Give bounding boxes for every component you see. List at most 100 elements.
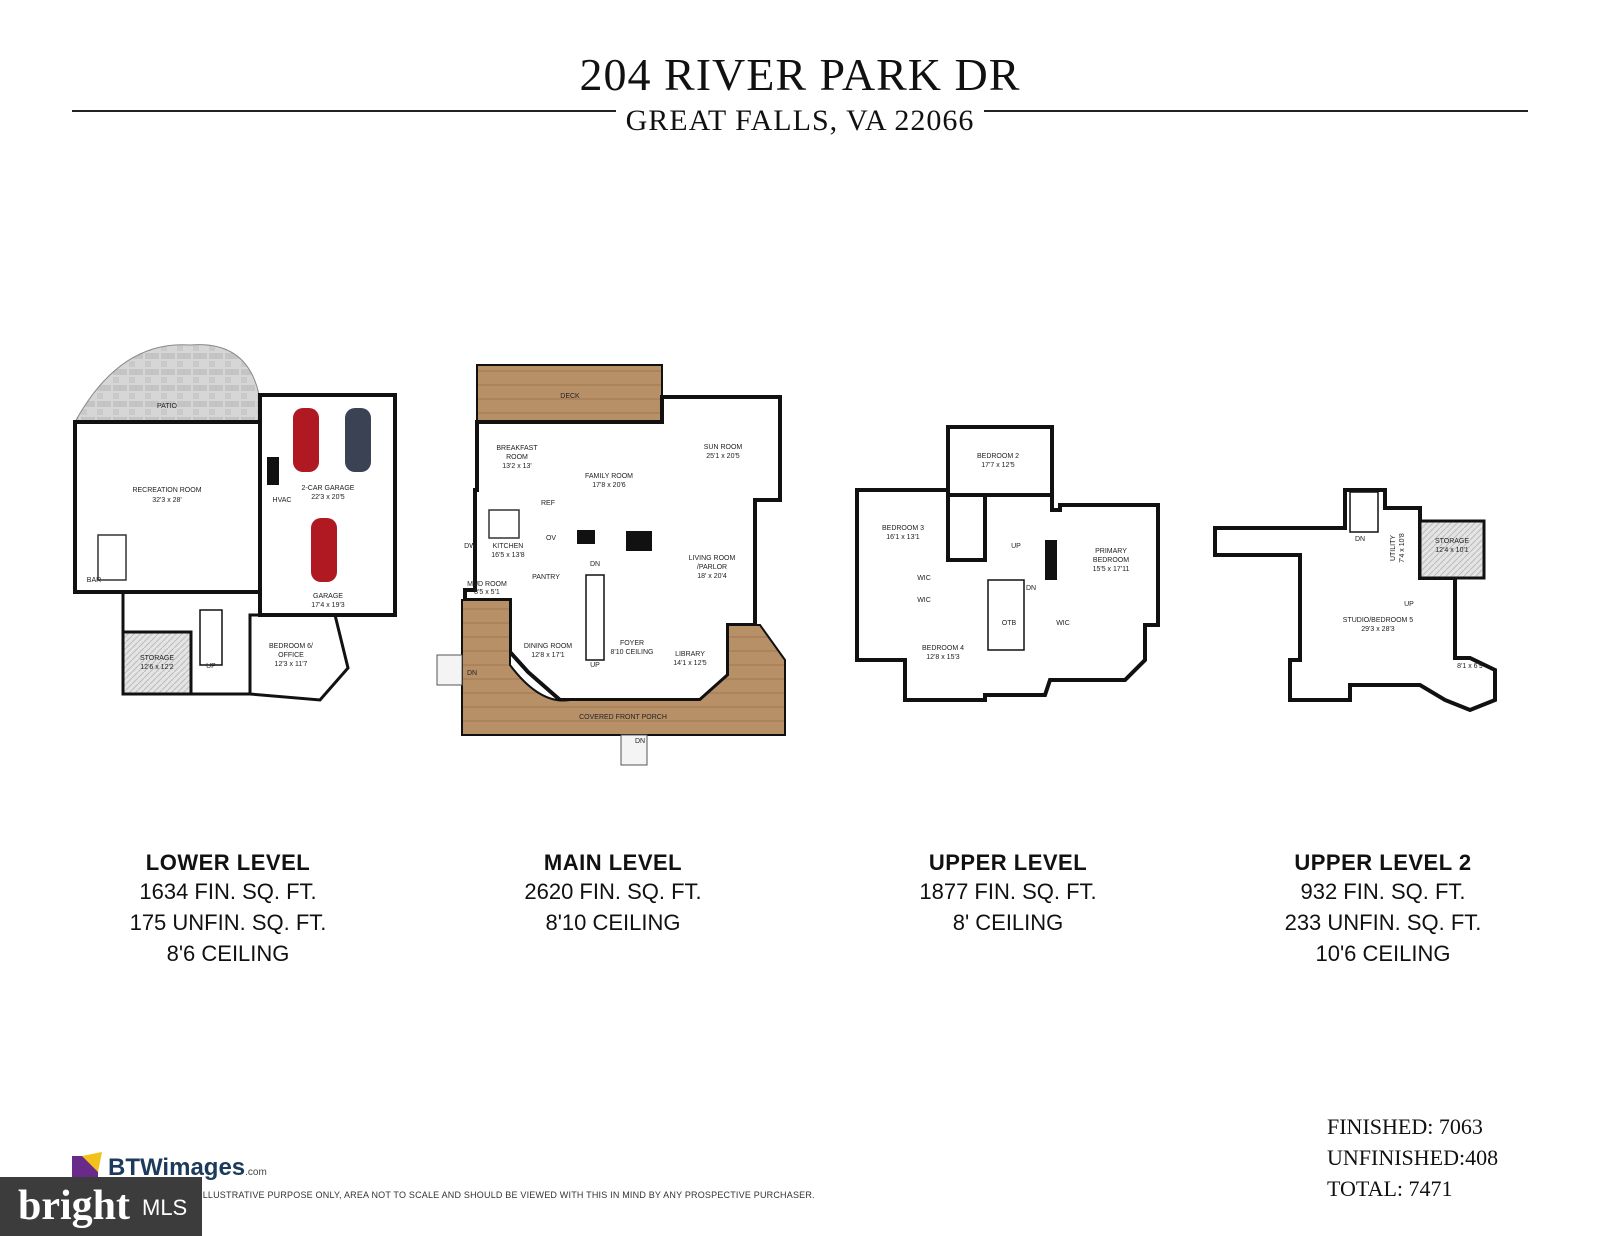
- studio-dim: 29'3 x 28'3: [1361, 626, 1395, 633]
- garage-block: [258, 393, 397, 617]
- finished-total: FINISHED: 7063: [1327, 1114, 1483, 1139]
- car-1: [293, 408, 319, 472]
- level-summary-main: MAIN LEVEL 2620 FIN. SQ. FT. 8'10 CEILIN…: [483, 850, 743, 938]
- storage-label: STORAGE: [140, 655, 174, 662]
- patio-area: [74, 344, 261, 423]
- side-dn-label: DN: [467, 670, 477, 677]
- primary-label-2: BEDROOM: [1093, 557, 1129, 564]
- level-line: 932 FIN. SQ. FT.: [1300, 879, 1466, 904]
- lower-level-plan: PATIO RECREATION ROOM 32'3 x 28' 2-CAR G…: [73, 344, 397, 702]
- bright-wordmark: bright: [18, 1183, 131, 1229]
- breakfast-dim: 13'2 x 13': [502, 463, 532, 470]
- family-label: FAMILY ROOM: [585, 473, 633, 480]
- upper2-up-label: UP: [1404, 601, 1414, 608]
- foyer-dim: 8'10 CEILING: [611, 649, 654, 656]
- octagon-dim: 8'1 x 6'9: [1457, 663, 1483, 670]
- bar-label: BAR: [87, 577, 101, 584]
- garage2-label: 2-CAR GARAGE: [302, 485, 355, 492]
- breakfast-label-2: ROOM: [506, 454, 528, 461]
- level-line: 1877 FIN. SQ. FT.: [919, 879, 1097, 904]
- recreation-room: [73, 420, 262, 594]
- mud-dim: 8'5 x 5'1: [474, 589, 500, 596]
- stair-dn-label: DN: [590, 561, 600, 568]
- stair-up-label: UP: [590, 662, 600, 669]
- btw-logo-icon: [72, 1152, 102, 1180]
- primary-dim: 15'5 x 17'11: [1093, 566, 1130, 573]
- dw-label: DW: [464, 543, 476, 550]
- mud-label: MUD ROOM: [467, 581, 507, 588]
- pantry-label: PANTRY: [532, 574, 560, 581]
- level-name: MAIN LEVEL: [543, 850, 683, 875]
- car-3: [311, 518, 337, 582]
- page-title: 204 RIVER PARK DR: [579, 49, 1021, 100]
- bar-counter: [97, 534, 127, 581]
- patio-label: PATIO: [157, 403, 178, 410]
- level-line: 8'10 CEILING: [545, 910, 681, 935]
- page-subtitle: GREAT FALLS, VA 22066: [0, 104, 1600, 138]
- wic-label-1: WIC: [917, 575, 931, 582]
- unfinished-total: UNFINISHED:408: [1327, 1145, 1499, 1170]
- garage2-dim: 22'3 x 20'5: [311, 494, 345, 501]
- bedroom2-dim: 17'7 x 12'5: [981, 462, 1015, 469]
- level-line: 2620 FIN. SQ. FT.: [524, 879, 702, 904]
- side-steps: [436, 654, 463, 686]
- upper2-dn-label: DN: [1355, 536, 1365, 543]
- level-summary-upper2: UPPER LEVEL 2 932 FIN. SQ. FT. 233 UNFIN…: [1253, 850, 1513, 969]
- upper2-stairs: [1349, 491, 1379, 533]
- upper-level-plan: BEDROOM 2 17'7 x 12'5 BEDROOM 3 16'1 x 1…: [855, 425, 1160, 702]
- upper-up-label: UP: [1011, 543, 1021, 550]
- wic-label-3: WIC: [1056, 620, 1070, 627]
- family-fireplace: [577, 530, 595, 544]
- level-line: 233 UNFIN. SQ. FT.: [1284, 910, 1482, 935]
- living-label: LIVING ROOM: [689, 555, 736, 562]
- garage-dim: 17'4 x 19'3: [311, 602, 345, 609]
- upper-dn-label: DN: [1026, 585, 1036, 592]
- lower-stairs: [199, 609, 223, 666]
- garage-label: GARAGE: [313, 593, 343, 600]
- level-name: UPPER LEVEL 2: [1294, 850, 1472, 875]
- bedroom3-label: BEDROOM 3: [882, 525, 924, 532]
- kitchen-island: [488, 509, 520, 539]
- disclaimer-text: ILLUSTRATIVE PURPOSE ONLY, AREA NOT TO S…: [200, 1190, 815, 1200]
- upper-fireplace: [1045, 540, 1057, 580]
- utility-dim: 7'4 x 10'8: [1399, 533, 1406, 563]
- bedroom4-label: BEDROOM 4: [922, 645, 964, 652]
- utility-label: UTILITY: [1390, 535, 1397, 561]
- storage-dim: 12'6 x 12'2: [140, 664, 174, 671]
- wic-label-2: WIC: [917, 597, 931, 604]
- sun-label: SUN ROOM: [704, 444, 743, 451]
- bedroom3-dim: 16'1 x 13'1: [886, 534, 920, 541]
- sun-dim: 25'1 x 20'5: [706, 453, 740, 460]
- upper2-storage-dim: 12'4 x 10'1: [1435, 547, 1469, 554]
- mls-wordmark: MLS: [142, 1195, 188, 1220]
- level-name: LOWER LEVEL: [145, 850, 311, 875]
- recreation-dim: 32'3 x 28': [152, 497, 182, 504]
- otb-label: OTB: [1002, 620, 1017, 627]
- living-fireplace: [626, 531, 652, 551]
- bedroom6-label: BEDROOM 6/: [269, 643, 313, 650]
- totals-block: FINISHED: 7063 UNFINISHED:408 TOTAL: 747…: [1327, 1111, 1498, 1204]
- bedroom2-label: BEDROOM 2: [977, 453, 1019, 460]
- dining-dim: 12'8 x 17'1: [531, 652, 565, 659]
- grand-total: TOTAL: 7471: [1327, 1176, 1453, 1201]
- storage-room: [121, 630, 193, 696]
- address-text: GREAT FALLS, VA 22066: [615, 104, 985, 137]
- main-stairs: [585, 574, 605, 661]
- breakfast-label: BREAKFAST: [496, 445, 538, 452]
- foyer-label: FOYER: [620, 640, 644, 647]
- bedroom6-label-2: OFFICE: [278, 652, 304, 659]
- level-summary-lower: LOWER LEVEL 1634 FIN. SQ. FT. 175 UNFIN.…: [98, 850, 358, 969]
- bright-mls-badge: bright MLS: [0, 1177, 202, 1236]
- hvac-label: HVAC: [273, 497, 292, 504]
- library-label: LIBRARY: [675, 651, 705, 658]
- living-label-2: /PARLOR: [697, 564, 727, 571]
- level-summary-upper: UPPER LEVEL 1877 FIN. SQ. FT. 8' CEILING: [878, 850, 1138, 938]
- bedroom4-dim: 12'8 x 15'3: [926, 654, 960, 661]
- level-line: 8'6 CEILING: [166, 941, 290, 966]
- front-steps: [620, 734, 648, 766]
- lower-fireplace: [267, 457, 279, 485]
- car-2: [345, 408, 371, 472]
- level-name: UPPER LEVEL: [928, 850, 1088, 875]
- deck-label: DECK: [560, 393, 580, 400]
